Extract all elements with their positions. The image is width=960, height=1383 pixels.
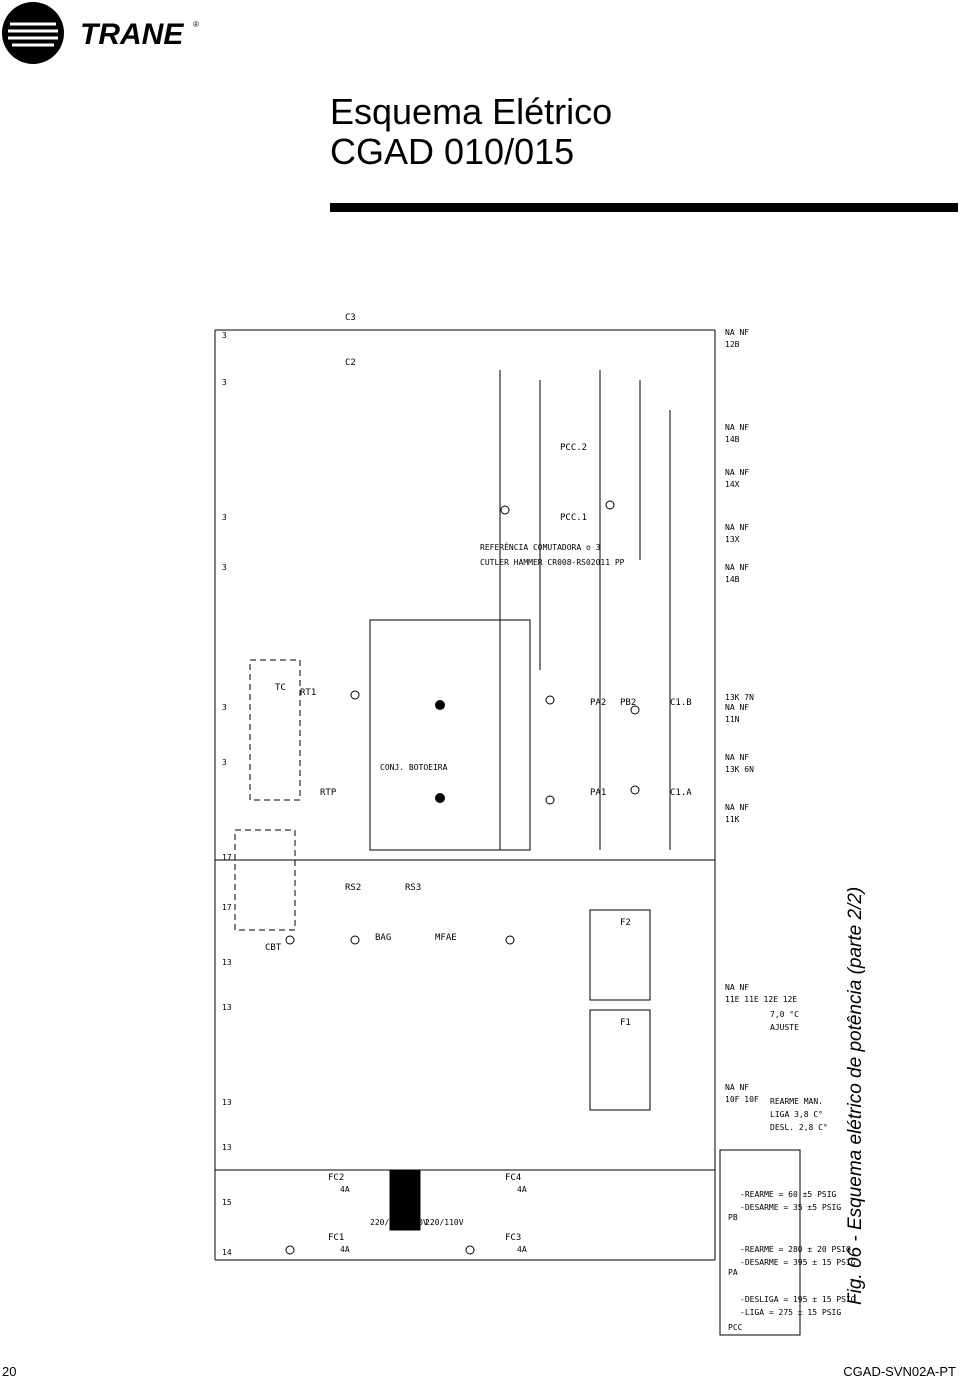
contact-ref: 11N <box>725 715 740 724</box>
title-line-2: CGAD 010/015 <box>330 131 575 172</box>
component-label: PB2 <box>620 698 636 708</box>
edge-number: 15 <box>222 1198 232 1207</box>
edge-number: 3 <box>222 758 227 767</box>
component-label: C1.B <box>670 698 692 708</box>
component-label: BAG <box>375 933 391 943</box>
setting-line: -DESARME = 35 ±5 PSIG <box>740 1203 841 1212</box>
contact-label: NA NF <box>725 468 749 477</box>
contact-ref: 11E 11E 12E 12E <box>725 995 797 1004</box>
contact-label: NA NF <box>725 1083 749 1092</box>
figure-caption: Fig. 06 - Esquema elétrico de potência (… <box>845 886 866 1305</box>
contact-ref: 11K <box>725 815 740 824</box>
transformer-secondary: 220/110V <box>425 1218 464 1227</box>
setting-line: -REARME = 60 ±5 PSIG <box>740 1190 837 1199</box>
logo-text: TRANE <box>80 18 184 51</box>
contact-label: NA NF <box>725 703 749 712</box>
thermostat-line: REARME MAN. <box>770 1097 823 1106</box>
page-number: 20 <box>2 1364 17 1379</box>
transformer-primary: 220/380/440V <box>370 1218 428 1227</box>
setting-line: -LIGA = 275 ± 15 PSIG <box>740 1308 841 1317</box>
contact-ref: 14X <box>725 480 740 489</box>
edge-number: 3 <box>222 563 227 572</box>
contact-ref: 12B <box>725 340 740 349</box>
component-label: PCC.1 <box>560 513 587 523</box>
contact-label: NA NF <box>725 423 749 432</box>
document-code: CGAD-SVN02A-PT <box>843 1364 956 1379</box>
component-label: F1 <box>620 1018 631 1028</box>
component-label: F2 <box>620 918 631 928</box>
component-label: PA1 <box>590 788 606 798</box>
component-label: RTP <box>320 788 337 798</box>
edge-number: 14 <box>222 1248 232 1257</box>
component-label: PA2 <box>590 698 606 708</box>
contact-label: NA NF <box>725 328 749 337</box>
component-label: CBT <box>265 943 282 953</box>
edge-number: 17 <box>222 903 232 912</box>
group-label: PB <box>728 1213 738 1222</box>
title-line-1: Esquema Elétrico <box>330 91 613 132</box>
edge-number: 13 <box>222 1003 232 1012</box>
component-label: FC3 <box>505 1233 521 1243</box>
page-title: Esquema Elétrico CGAD 010/015 <box>330 92 612 172</box>
contact-label: NA NF <box>725 983 749 992</box>
contact-ref: 13K 6N <box>725 765 754 774</box>
component-label: FC2 <box>328 1173 344 1183</box>
contact-ref: 13X <box>725 535 740 544</box>
adjust-line: 7,0 °C <box>770 1010 799 1019</box>
trane-logo: TRANE ® <box>0 0 230 70</box>
trane-emblem-icon: TRANE ® <box>2 2 199 64</box>
component-label: RT1 <box>300 688 316 698</box>
edge-number: 13 <box>222 958 232 967</box>
component-label: PCC.2 <box>560 443 587 453</box>
edge-number: 3 <box>222 513 227 522</box>
group-label: PCC <box>728 1323 743 1332</box>
component-label: TRC <box>400 1183 416 1193</box>
edge-number: 3 <box>222 703 227 712</box>
contact-label: NA NF <box>725 803 749 812</box>
edge-number: 13 <box>222 1143 232 1152</box>
thermostat-line: DESL. 2,8 C° <box>770 1123 828 1132</box>
switch-box-label: CONJ. BOTOEIRA <box>380 763 448 772</box>
fuse-rating: 4A <box>340 1245 350 1254</box>
svg-text:®: ® <box>193 20 199 29</box>
component-label: C2 <box>345 358 356 368</box>
edge-number: 13 <box>222 1098 232 1107</box>
adjust-line: AJUSTE <box>770 1023 799 1032</box>
settings-table: PCC PA PB -LIGA = 275 ± 15 PSIG -DESLIGA… <box>719 1010 856 1336</box>
contact-ref: 14B <box>725 435 740 444</box>
component-label: TC <box>275 683 286 693</box>
contact-label: NA NF <box>725 563 749 572</box>
contact-label: NA NF <box>725 753 749 762</box>
component-label: C1.A <box>670 788 692 798</box>
component-label: FC4 <box>505 1173 521 1183</box>
component-label: RS2 <box>345 883 361 893</box>
group-label: PA <box>728 1268 738 1277</box>
edge-number: 3 <box>222 378 227 387</box>
component-label: FC1 <box>328 1233 344 1243</box>
fuse-rating: 4A <box>517 1245 527 1254</box>
component-label: C3 <box>345 313 356 323</box>
contact-ref: 13K 7N <box>725 693 754 702</box>
setting-line: -DESARME = 395 ± 15 PSIG <box>740 1258 856 1267</box>
wiring-schematic: 3 3 3 3 3 3 17 17 13 13 13 13 15 14 RT1 … <box>214 313 856 1336</box>
setting-line: -REARME = 280 ± 20 PSIG <box>740 1245 851 1254</box>
edge-number: 3 <box>222 331 227 340</box>
setting-line: -DESLIGA = 195 ± 15 PSIG <box>740 1295 856 1304</box>
switch-box-reference: REFERÊNCIA COMUTADORA o 3 <box>480 541 601 552</box>
switch-box-part: CUTLER HAMMER CR008-RS02011 PP <box>480 558 625 567</box>
fuse-rating: 4A <box>517 1185 527 1194</box>
thermostat-line: LIGA 3,8 C° <box>770 1110 823 1119</box>
edge-number: 17 <box>222 853 232 862</box>
contact-label: NA NF <box>725 523 749 532</box>
component-label: RS3 <box>405 883 421 893</box>
contact-ref: 14B <box>725 575 740 584</box>
fuse-rating: 4A <box>340 1185 350 1194</box>
contact-ref: 10F 10F <box>725 1095 759 1104</box>
title-divider <box>330 203 958 212</box>
component-label: MFAE <box>435 933 457 943</box>
